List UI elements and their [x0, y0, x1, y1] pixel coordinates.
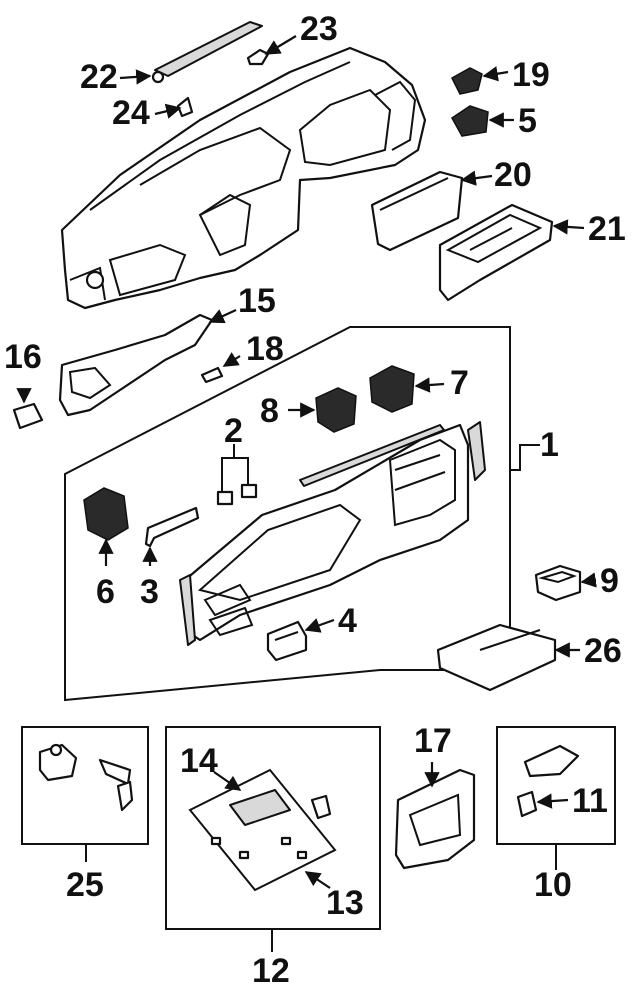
callout-10: 10: [534, 866, 572, 904]
callout-25: 25: [66, 866, 104, 904]
lock-box-25: [21, 726, 149, 845]
switch-4: [266, 620, 308, 662]
leader-lines: [16, 35, 597, 952]
bracket-3: [144, 506, 200, 548]
callout-14: 14: [180, 742, 218, 780]
clip-18: [200, 366, 224, 384]
vent-7: [369, 365, 415, 413]
callout-18: 18: [246, 330, 284, 368]
lower-panel-15: [58, 313, 214, 417]
vent-6: [83, 487, 129, 541]
kit-box-12: [165, 726, 381, 930]
bracket-17: [394, 768, 476, 870]
callout-16: 16: [4, 338, 42, 376]
clip-16: [12, 402, 44, 430]
callout-23: 23: [300, 10, 338, 48]
callout-24: 24: [112, 94, 150, 132]
callout-20: 20: [494, 156, 532, 194]
storage-bin-26: [436, 623, 557, 692]
callout-15: 15: [238, 282, 276, 320]
callout-7: 7: [450, 364, 469, 402]
clip-23: [246, 48, 270, 66]
glove-box-door: [370, 170, 464, 252]
callout-26: 26: [584, 632, 622, 670]
vent-8: [315, 387, 357, 433]
callout-19: 19: [512, 56, 550, 94]
cluster-bezel: [183, 423, 470, 642]
callout-numbers: 1 2 3 4 5 6 7 8 9 10 11 12 13 14 15 16 1…: [4, 10, 626, 990]
callout-6: 6: [96, 573, 115, 611]
callout-22: 22: [80, 58, 118, 96]
callout-17: 17: [414, 722, 452, 760]
callout-3: 3: [140, 573, 159, 611]
callout-1: 1: [540, 426, 559, 464]
callout-13: 13: [326, 884, 364, 922]
callout-2: 2: [224, 412, 243, 450]
trim-strips: [179, 421, 486, 646]
pocket-9: [534, 564, 582, 602]
defroster-grille: [151, 21, 263, 84]
callout-12: 12: [252, 952, 290, 990]
assembly-box-1: [64, 326, 511, 702]
callout-11: 11: [572, 782, 608, 820]
callout-21: 21: [588, 210, 626, 248]
glove-box-bin: [438, 203, 554, 302]
callout-4: 4: [338, 602, 357, 640]
callout-5: 5: [518, 102, 537, 140]
side-vent-19: [451, 67, 483, 95]
callout-9: 9: [600, 562, 619, 600]
clip-24: [176, 96, 194, 118]
side-vent-5: [451, 105, 489, 137]
switches-2: [216, 483, 258, 506]
instrument-panel-upper: [60, 46, 427, 310]
callout-8: 8: [260, 392, 279, 430]
